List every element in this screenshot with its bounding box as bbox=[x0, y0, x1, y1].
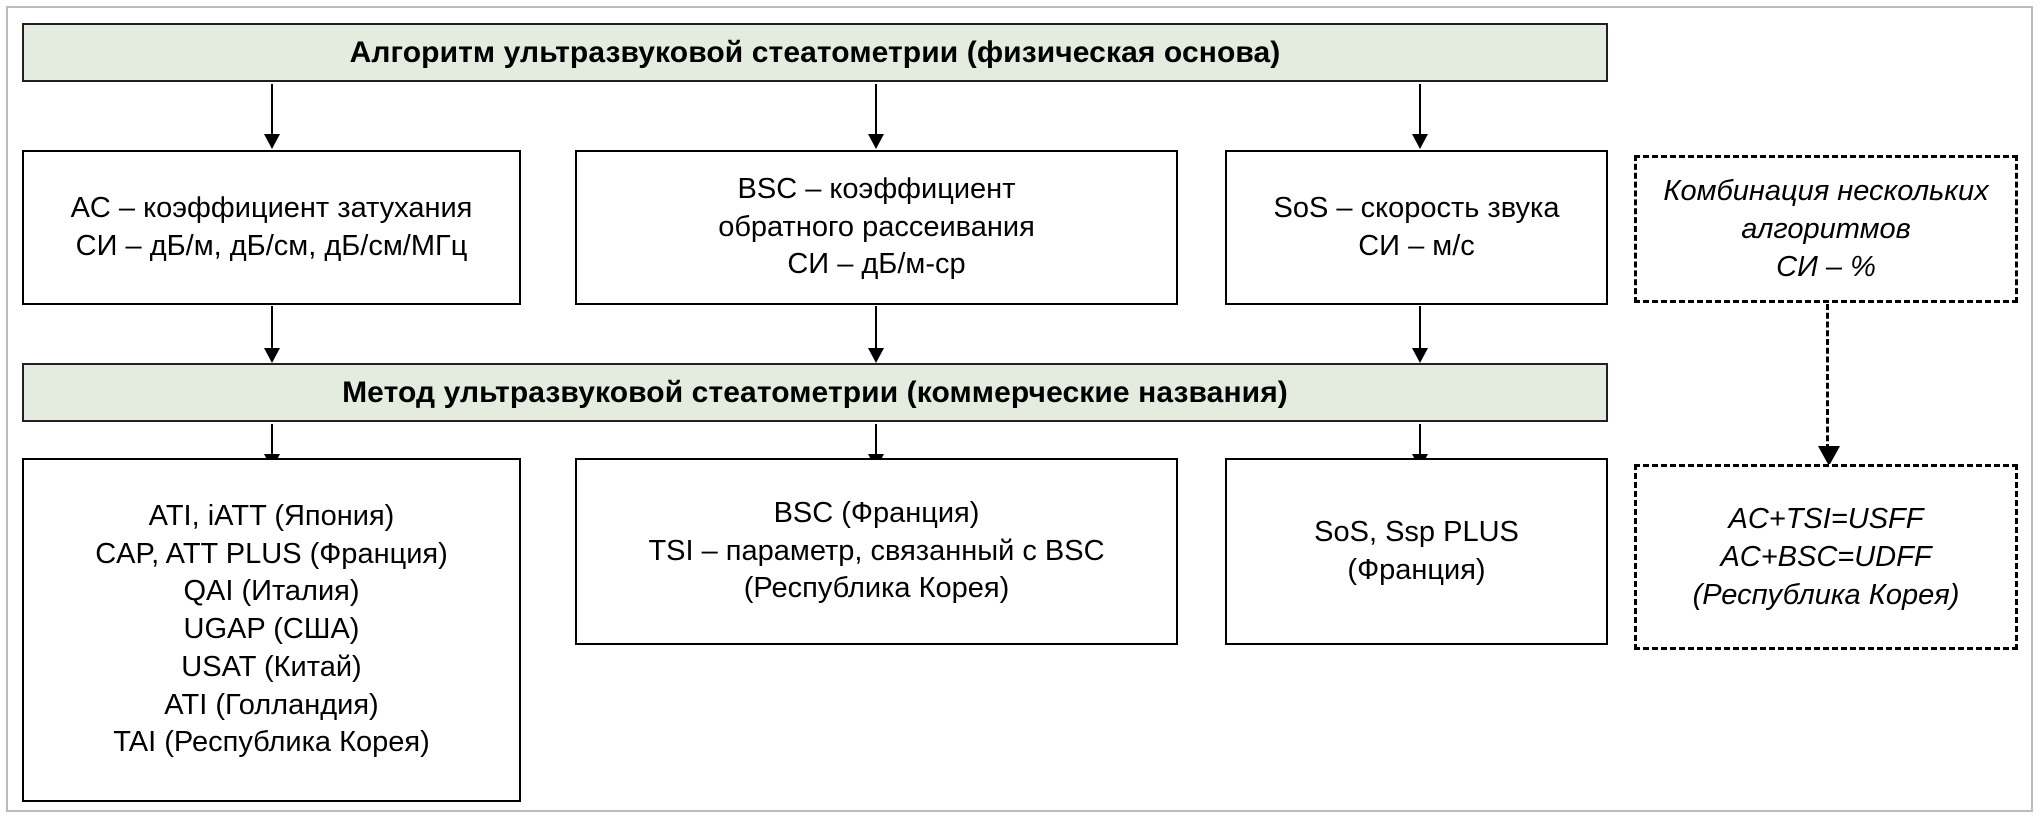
physics-box-bsc-line-2: обратного рассеивания bbox=[718, 210, 1035, 243]
arrow-band1-to-sos bbox=[1418, 84, 1422, 136]
commercial-box-bsc-line-2: TSI – параметр, связанный с BSC bbox=[648, 534, 1105, 567]
arrow-band2-to-sos-names bbox=[1418, 424, 1422, 456]
arrow-band1-to-ac bbox=[270, 84, 274, 136]
physics-box-sos-line-1: SoS – скорость звука bbox=[1273, 191, 1560, 224]
arrow-ac-to-band2 bbox=[270, 306, 274, 350]
commercial-box-ac-line-7: TAI (Республика Корея) bbox=[113, 726, 430, 759]
combination-result-box-line-3: (Республика Корея) bbox=[1692, 579, 1960, 612]
arrow-sos-to-band2 bbox=[1418, 306, 1422, 350]
physics-box-ac-lines: AC – коэффициент затухания СИ – дБ/м, дБ… bbox=[24, 190, 519, 265]
physics-box-sos-line-2: СИ – м/с bbox=[1358, 229, 1475, 262]
commercial-box-sos-lines: SoS, Ssp PLUS (Франция) bbox=[1227, 514, 1606, 589]
commercial-box-sos-line-1: SoS, Ssp PLUS bbox=[1314, 515, 1519, 548]
combination-box-line-1: Комбинация нескольких bbox=[1663, 174, 1989, 207]
physics-box-sos: SoS – скорость звука СИ – м/с bbox=[1225, 150, 1608, 305]
physics-box-bsc-lines: BSC – коэффициент обратного рассеивания … bbox=[577, 171, 1176, 284]
arrow-band1-to-bsc bbox=[874, 84, 878, 136]
combination-box: Комбинация нескольких алгоритмов СИ – % bbox=[1634, 155, 2018, 303]
header-band-commercial: Метод ультразвуковой стеатометрии (комме… bbox=[22, 363, 1608, 422]
arrow-band2-to-bsc-names bbox=[874, 424, 878, 456]
commercial-box-ac-line-2: CAP, ATT PLUS (Франция) bbox=[95, 537, 448, 570]
header-band-physics-label: Алгоритм ультразвуковой стеатометрии (фи… bbox=[349, 35, 1281, 69]
commercial-box-ac-line-5: USAT (Китай) bbox=[181, 650, 362, 683]
header-band-physics: Алгоритм ультразвуковой стеатометрии (фи… bbox=[22, 23, 1608, 82]
commercial-box-ac-line-4: UGAP (США) bbox=[183, 613, 360, 646]
physics-box-bsc-line-1: BSC – коэффициент bbox=[737, 172, 1016, 205]
commercial-box-sos: SoS, Ssp PLUS (Франция) bbox=[1225, 458, 1608, 645]
combination-result-box: AC+TSI=USFF AC+BSC=UDFF (Республика Коре… bbox=[1634, 464, 2018, 650]
combination-result-box-line-1: AC+TSI=USFF bbox=[1728, 502, 1924, 535]
commercial-box-ac-line-3: QAI (Италия) bbox=[183, 575, 360, 608]
commercial-box-ac: ATI, iATT (Япония) CAP, ATT PLUS (Франци… bbox=[22, 458, 521, 802]
header-band-commercial-label: Метод ультразвуковой стеатометрии (комме… bbox=[342, 375, 1288, 409]
commercial-box-sos-line-2: (Франция) bbox=[1347, 553, 1486, 586]
arrow-combination-to-result bbox=[1826, 304, 1829, 450]
physics-box-ac-line-1: AC – коэффициент затухания bbox=[70, 191, 473, 224]
combination-box-lines: Комбинация нескольких алгоритмов СИ – % bbox=[1637, 172, 2015, 287]
page-border bbox=[6, 6, 2033, 812]
commercial-box-bsc-line-1: BSC (Франция) bbox=[773, 496, 980, 529]
combination-box-line-2: алгоритмов bbox=[1741, 212, 1911, 245]
physics-box-sos-lines: SoS – скорость звука СИ – м/с bbox=[1227, 190, 1606, 265]
arrow-bsc-to-band2 bbox=[874, 306, 878, 350]
commercial-box-bsc-line-3: (Республика Корея) bbox=[743, 572, 1010, 605]
commercial-box-ac-line-1: ATI, iATT (Япония) bbox=[148, 500, 395, 533]
commercial-box-ac-line-6: ATI (Голландия) bbox=[164, 688, 379, 721]
physics-box-bsc-line-3: СИ – дБ/м-ср bbox=[787, 248, 966, 281]
combination-result-box-line-2: AC+BSC=UDFF bbox=[1720, 540, 1932, 573]
physics-box-ac: AC – коэффициент затухания СИ – дБ/м, дБ… bbox=[22, 150, 521, 305]
commercial-box-bsc: BSC (Франция) TSI – параметр, связанный … bbox=[575, 458, 1178, 645]
commercial-box-ac-lines: ATI, iATT (Япония) CAP, ATT PLUS (Франци… bbox=[24, 498, 519, 762]
physics-box-bsc: BSC – коэффициент обратного рассеивания … bbox=[575, 150, 1178, 305]
physics-box-ac-line-2: СИ – дБ/м, дБ/см, дБ/см/МГц bbox=[75, 229, 468, 262]
combination-result-box-lines: AC+TSI=USFF AC+BSC=UDFF (Республика Коре… bbox=[1637, 500, 2015, 615]
combination-box-line-3: СИ – % bbox=[1776, 251, 1876, 284]
commercial-box-bsc-lines: BSC (Франция) TSI – параметр, связанный … bbox=[577, 495, 1176, 608]
arrow-band2-to-ac-names bbox=[270, 424, 274, 456]
